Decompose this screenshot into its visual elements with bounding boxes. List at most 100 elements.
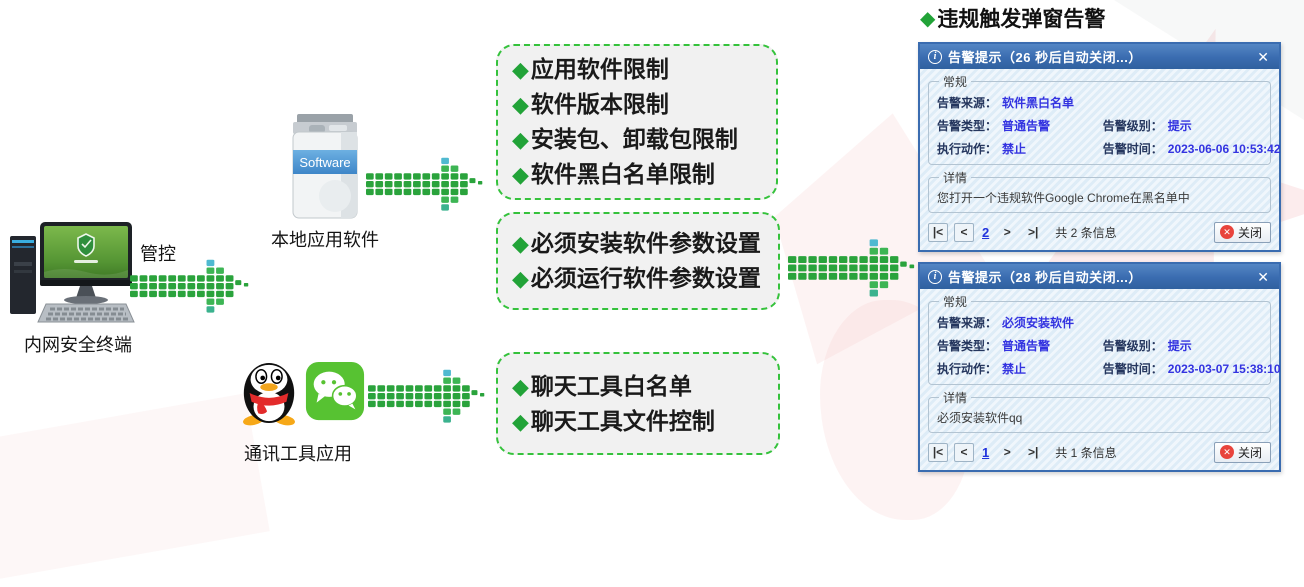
software-label: 本地应用软件 [271, 230, 379, 250]
pager-total-text: 共 2 条信息 [1055, 225, 1117, 240]
feature-item-label: 必须安装软件参数设置 [530, 230, 761, 256]
alert-dialog-2: i 告警提示（28 秒后自动关闭...） ✕ 常规 告警来源： 必须安装软件 告… [918, 262, 1281, 472]
computer-terminal-icon [10, 222, 135, 323]
alert-level-field: 告警级别： 提示 [1102, 119, 1192, 133]
feature-item-label: 必须运行软件参数设置 [530, 265, 761, 291]
feature-item-label: 软件黑白名单限制 [530, 161, 715, 187]
feature-item: ◆必须运行软件参数设置 [512, 261, 768, 296]
feature-box-chat-tools: ◆聊天工具白名单 ◆聊天工具文件控制 [496, 352, 780, 455]
diamond-bullet-icon: ◆ [512, 408, 529, 434]
feature-item-label: 应用软件限制 [530, 56, 669, 82]
diamond-bullet-icon: ◆ [512, 162, 529, 187]
feature-item: ◆应用软件限制 [512, 52, 766, 87]
pager-first-button[interactable]: |< [928, 222, 948, 242]
control-label: 管控 [140, 244, 176, 264]
alert-dialog-1: i 告警提示（26 秒后自动关闭...） ✕ 常规 告警来源： 软件黑白名单 告… [918, 42, 1281, 252]
diamond-bullet-icon: ◆ [512, 57, 529, 82]
titlebar-close-icon[interactable]: ✕ [1257, 268, 1269, 285]
diamond-bullet-icon: ◆ [512, 92, 529, 117]
detail-text: 必须安装软件qq [937, 411, 1023, 425]
close-button[interactable]: ✕ 关闭 [1213, 441, 1271, 463]
field-row: 告警类型： 普通告警 告警级别： 提示 [937, 114, 1262, 137]
info-icon: i [928, 269, 942, 284]
alert-level-field: 告警级别： 提示 [1102, 339, 1192, 353]
pager-prev-button[interactable]: < [954, 442, 974, 462]
detail-text: 您打开一个违规软件Google Chrome在黑名单中 [937, 191, 1190, 205]
feature-item: ◆聊天工具白名单 [512, 369, 768, 404]
field-row: 执行动作： 禁止 告警时间： 2023-06-06 10:53:42 [937, 137, 1281, 160]
diamond-bullet-icon: ◆ [512, 231, 529, 256]
close-red-x-icon: ✕ [1219, 225, 1234, 239]
pager-last-button[interactable]: >| [1023, 443, 1043, 462]
action-field: 执行动作： 禁止 [937, 362, 1027, 376]
alerts-section-title: ◆ 违规触发弹窗告警 [920, 3, 1105, 33]
diamond-bullet-icon: ◆ [512, 266, 529, 291]
field-row: 告警来源： 软件黑白名单 [937, 91, 1262, 114]
dialog-body: 常规 告警来源： 必须安装软件 告警类型： 普通告警 告警级别： 提示 [920, 289, 1281, 470]
feature-item: ◆安装包、卸载包限制 [512, 122, 766, 157]
alerts-section-title-text: 违规触发弹窗告警 [937, 8, 1106, 31]
dialog-titlebar: i 告警提示（28 秒后自动关闭...） ✕ [920, 264, 1279, 289]
detail-groupbox: 详情 必须安装软件qq [928, 389, 1271, 433]
pager-bar: |< < 2 > >| 共 2 条信息 ✕ 关闭 [928, 220, 1271, 244]
diamond-bullet-icon: ◆ [512, 127, 529, 152]
dialog-title: 告警提示（28 秒后自动关闭...） [948, 270, 1142, 285]
field-row: 告警来源： 必须安装软件 [937, 311, 1262, 334]
diamond-bullet-icon: ◆ [920, 7, 936, 30]
general-group-label: 常规 [943, 295, 968, 309]
diamond-bullet-icon: ◆ [512, 373, 529, 399]
alert-time-field: 告警时间： 2023-06-06 10:53:42 [1102, 141, 1281, 157]
general-groupbox: 常规 告警来源： 软件黑白名单 告警类型： 普通告警 告警级别： 提示 [928, 73, 1281, 165]
dialog-body: 常规 告警来源： 软件黑白名单 告警类型： 普通告警 告警级别： 提示 [920, 69, 1281, 250]
wechat-icon [305, 361, 365, 421]
pager-current-page[interactable]: 1 [982, 444, 990, 460]
software-box-icon: Software [292, 114, 358, 219]
feature-item-label: 软件版本限制 [530, 91, 669, 117]
detail-groupbox: 详情 您打开一个违规软件Google Chrome在黑名单中 [928, 169, 1271, 213]
dialog-titlebar: i 告警提示（26 秒后自动关闭...） ✕ [920, 44, 1279, 69]
dialog-title: 告警提示（26 秒后自动关闭...） [948, 50, 1142, 65]
pager-last-button[interactable]: >| [1023, 223, 1043, 242]
pager-prev-button[interactable]: < [954, 222, 974, 242]
field-row: 告警类型： 普通告警 告警级别： 提示 [937, 334, 1262, 357]
detail-group-label: 详情 [943, 391, 968, 405]
pager-next-button[interactable]: > [997, 443, 1017, 462]
detail-group-label: 详情 [943, 171, 968, 185]
pager-total-text: 共 1 条信息 [1055, 445, 1117, 460]
titlebar-close-icon[interactable]: ✕ [1257, 48, 1269, 65]
terminal-label: 内网安全终端 [24, 335, 132, 355]
action-field: 执行动作： 禁止 [937, 142, 1027, 156]
pixel-arrow-software [366, 157, 483, 211]
feature-item-label: 安装包、卸载包限制 [530, 126, 738, 152]
background-band-shape [0, 393, 270, 587]
diagram-canvas: 内网安全终端 管控 Software 本地应用软件 [10, 0, 1304, 520]
general-groupbox: 常规 告警来源： 必须安装软件 告警类型： 普通告警 告警级别： 提示 [928, 293, 1281, 385]
feature-item: ◆软件版本限制 [512, 87, 766, 122]
general-group-label: 常规 [943, 75, 968, 89]
field-row: 执行动作： 禁止 告警时间： 2023-03-07 15:38:10 [937, 357, 1281, 380]
info-icon: i [928, 49, 942, 64]
software-box-text: Software [299, 155, 350, 170]
feature-box-software-limits: ◆应用软件限制 ◆软件版本限制 ◆安装包、卸载包限制 ◆软件黑白名单限制 [496, 44, 778, 200]
pager-current-page[interactable]: 2 [982, 224, 990, 240]
feature-item-label: 聊天工具文件控制 [530, 407, 715, 434]
alert-type-field: 告警类型： 普通告警 [937, 339, 1051, 353]
im-label: 通讯工具应用 [244, 444, 352, 464]
alert-source-field: 告警来源： 软件黑白名单 [937, 96, 1075, 110]
pixel-arrow-terminal [130, 259, 249, 313]
feature-box-required-software: ◆必须安装软件参数设置 ◆必须运行软件参数设置 [496, 212, 780, 310]
pixel-arrow-alerts [788, 239, 915, 297]
pixel-arrow-im [368, 369, 485, 423]
feature-item-label: 聊天工具白名单 [530, 372, 692, 399]
feature-item: ◆软件黑白名单限制 [512, 157, 766, 192]
alert-source-field: 告警来源： 必须安装软件 [937, 316, 1075, 330]
feature-item: ◆聊天工具文件控制 [512, 404, 768, 439]
alert-type-field: 告警类型： 普通告警 [937, 119, 1051, 133]
pager-first-button[interactable]: |< [928, 442, 948, 462]
feature-item: ◆必须安装软件参数设置 [512, 226, 768, 261]
qq-icon [243, 362, 295, 426]
pager-next-button[interactable]: > [997, 223, 1017, 242]
pager-bar: |< < 1 > >| 共 1 条信息 ✕ 关闭 [928, 440, 1271, 464]
close-button[interactable]: ✕ 关闭 [1213, 221, 1271, 243]
close-red-x-icon: ✕ [1219, 445, 1234, 459]
